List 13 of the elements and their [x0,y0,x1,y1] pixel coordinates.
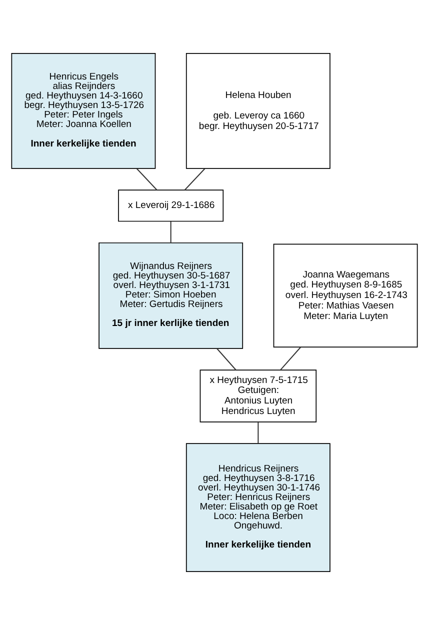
node-box: Henricus Engels alias Reijnders ged. Heythuysen 14-3-1660 begr. Heythuysen 13-5-1726 Peter: Peter Ingels Meter: Joanna Koellen Inner kerkelijke tienden [11,53,156,169]
connector [184,168,206,190]
connector [216,348,236,370]
connector [136,168,158,190]
node-box: Helena Houben geb. Leveroy ca 1660 begr. Heythuysen 20-5-1717 [186,53,330,169]
node-box: x Leveroij 29-1-1686 [118,190,224,222]
node-box: x Heythuysen 7-5-1715 Getuigen: Antonius Luyten Hendricus Luyten [200,370,317,422]
node-box: Joanna Waegemans ged. Heythuysen 8-9-1685 overl. Heythuysen 16-2-1743 Peter: Mathias Vaesen Meter: Maria Luyten [273,244,418,348]
connector [170,222,172,243]
connector [280,346,301,370]
node-box: Wijnandus Reijners ged. Heythuysen 30-5-1687 overl. Heythuysen 3-1-1731 Peter: Simon Hoeben Meter: Gertudis Reijners 15 jr inner kerlijke tienden [98,242,244,349]
node-box: Hendricus Reijners ged. Heythuysen 3-8-1716 overl. Heythuysen 30-1-1746 Peter: Henricus Reijners Meter: Elisabeth op ge Roet Loco: Helena Berben Ongehuwd. Inner kerkelijke tienden [186,443,330,572]
connector [258,422,259,444]
